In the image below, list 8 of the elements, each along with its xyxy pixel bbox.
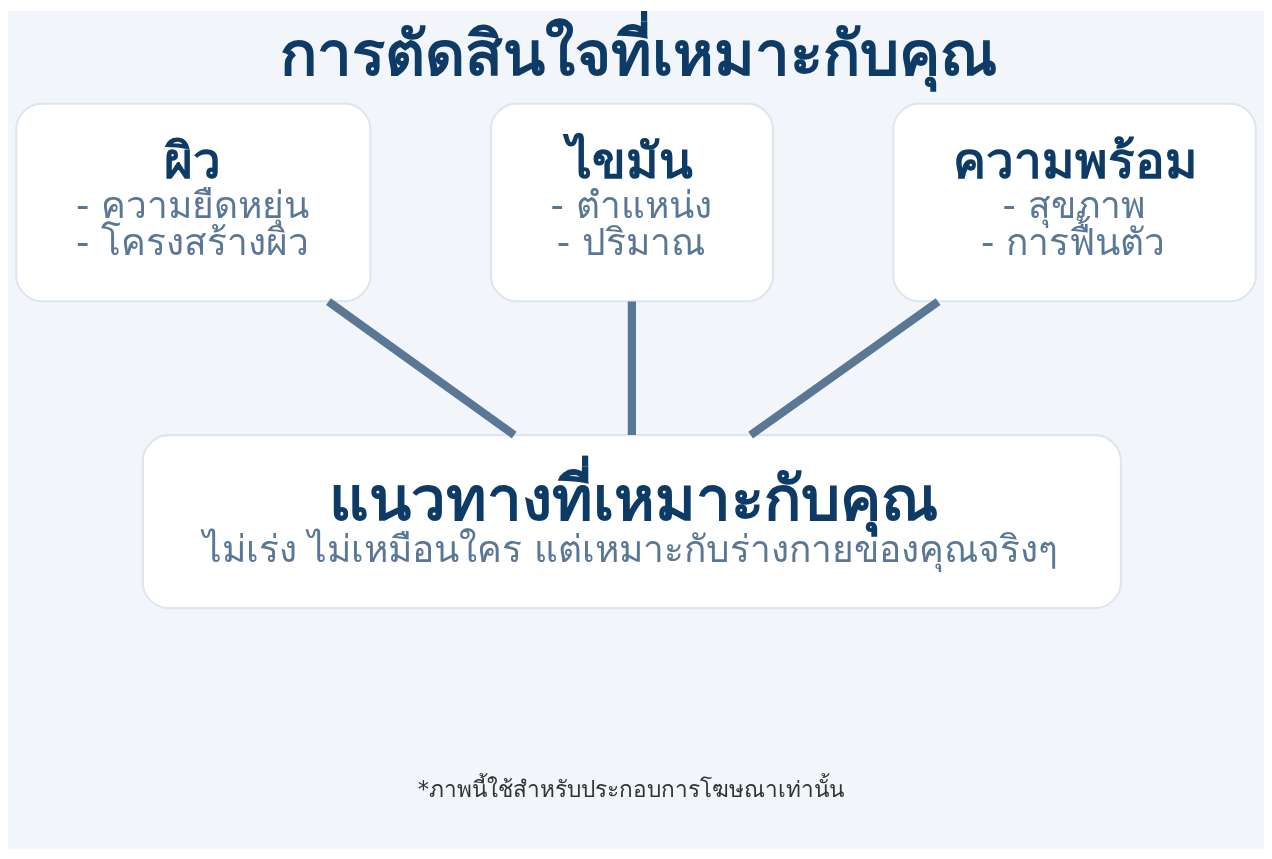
connector xyxy=(748,297,941,438)
connector xyxy=(326,297,517,438)
label: *ภาพนี้ใช้สำหรับประกอบการโฆษณาเท่านั้น xyxy=(417,775,845,802)
node-box: ไขมัน - ตำแหน่ง - ปริมาณ xyxy=(489,102,774,302)
node-box: ผิว - ความยืดหยุ่น - โครงสร้างผิว xyxy=(15,102,372,302)
connector xyxy=(627,301,636,435)
node-box: แนวทางที่เหมาะกับคุณ ไม่เร่ง ไม่เหมือนใคร แต่เหมาะกับร่างกายของคุณจริงๆ xyxy=(141,433,1122,609)
node-box: ความพร้อม - สุขภาพ - การฟื้นตัว xyxy=(892,102,1257,302)
